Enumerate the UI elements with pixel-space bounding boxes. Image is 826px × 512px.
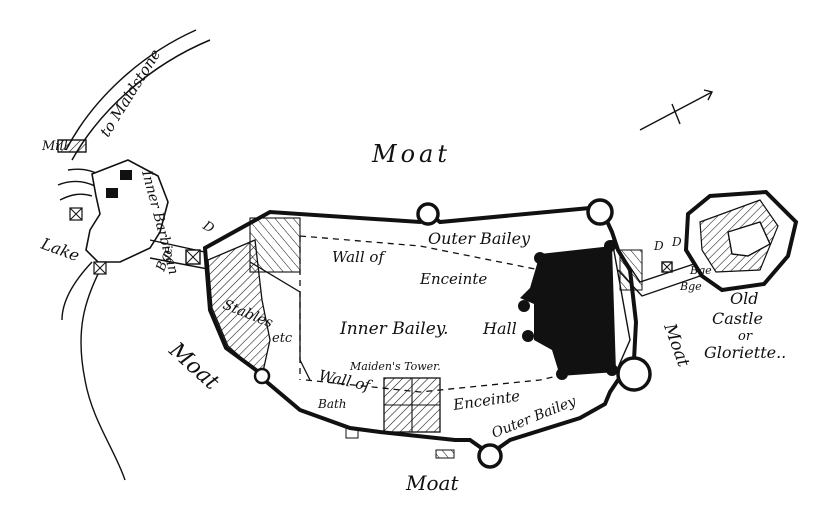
label-moat-north: Moat — [371, 140, 451, 168]
label-hall: Hall — [482, 319, 517, 338]
label-maidens-tower: Maiden's Tower. — [349, 360, 441, 373]
label-enceinte-north: Enceinte — [419, 270, 487, 288]
castle-enclosure — [202, 198, 652, 469]
label-d-east-1: D — [671, 235, 682, 249]
label-bridge-east-1: Bge — [689, 264, 712, 277]
label-d-west: D — [199, 218, 217, 237]
great-hall — [518, 240, 618, 380]
maidens-tower — [345, 377, 441, 439]
label-d-east-2: D — [653, 239, 664, 253]
east-bridge — [611, 239, 701, 373]
inner-barbican — [69, 159, 169, 275]
south-gate — [435, 449, 455, 459]
label-moat-west: Moat — [163, 337, 223, 395]
lake-shore — [57, 168, 126, 481]
label-or: or — [738, 329, 753, 344]
label-lake: Lake — [38, 234, 82, 266]
label-moat-east: Moat — [659, 320, 693, 370]
label-moat-south: Moat — [405, 471, 459, 495]
label-gloriette: Gloriette.. — [704, 343, 786, 362]
label-etc: etc — [272, 331, 293, 346]
old-castle-gloriette — [683, 189, 799, 293]
label-wall-of-north: Wall of — [332, 248, 386, 266]
label-bridge-east-2: Bge — [679, 280, 702, 293]
mill-building — [57, 139, 87, 153]
label-outer-bailey-north: Outer Bailey — [428, 229, 531, 248]
label-bath: Bath — [317, 397, 347, 411]
north-arrow-icon — [639, 89, 714, 131]
label-castle: Castle — [712, 309, 763, 328]
label-inner-bailey: Inner Bailey. — [339, 319, 449, 339]
label-mill: Mill — [41, 139, 68, 154]
label-old: Old — [730, 289, 758, 308]
west-gate-passage — [249, 217, 311, 381]
